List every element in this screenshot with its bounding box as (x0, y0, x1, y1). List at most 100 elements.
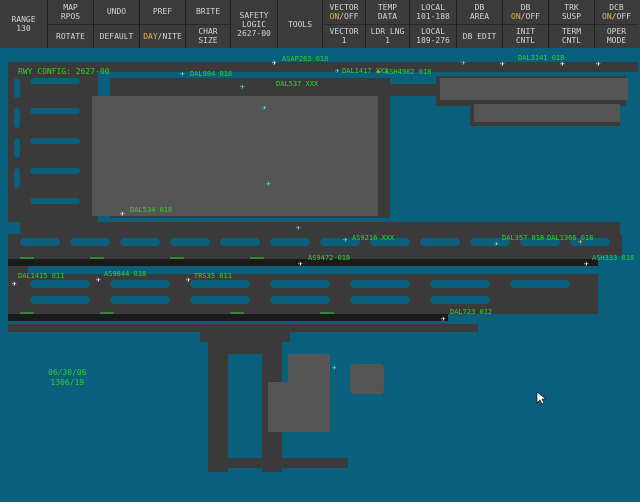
south-building-2 (268, 382, 330, 432)
init-cntl-line2: CNTL (515, 36, 536, 46)
aircraft-icon[interactable]: ✈ (96, 275, 101, 284)
db-edit-button[interactable]: DB EDIT (457, 25, 502, 49)
dcb-toolbar: RANGE 130 MAP RPOS ROTATE UNDO DEFAULT P… (0, 0, 640, 49)
aircraft-icon[interactable]: ✈ (186, 275, 191, 284)
aircraft-icon[interactable]: ✈ (240, 82, 245, 91)
db-area-line1: DB (474, 2, 485, 12)
local-189-button[interactable]: LOCAL 189-276 (410, 25, 456, 49)
aircraft-tag[interactable]: DAL3141 018 (518, 54, 565, 62)
vector-toggle[interactable]: VECTOR ON/OFF (323, 0, 365, 25)
rotate-label: ROTATE (56, 31, 85, 41)
aircraft-tag[interactable]: ASH333 018 (592, 254, 635, 262)
traffic-overlay: RWY CONFIG: 2627-00 ✈ ASAP263 018 ✈ DAL9… (0, 48, 640, 502)
aircraft-tag[interactable]: DAL537 XXX (276, 80, 319, 88)
default-button[interactable]: DEFAULT (94, 25, 139, 49)
dcb-onoff-state: ON/OFF (602, 11, 631, 21)
aircraft-tag[interactable]: AS9216 XXX (352, 234, 395, 242)
range-value: 130 (16, 24, 31, 33)
aircraft-icon[interactable]: ✈ (578, 237, 583, 246)
db-onoff-toggle[interactable]: DB ON/OFF (503, 0, 548, 25)
aircraft-icon[interactable]: ✈ (120, 209, 125, 218)
aircraft-tag[interactable]: DAL1415 011 (18, 272, 65, 280)
aircraft-icon[interactable]: ✈ (266, 179, 271, 188)
ldr-lng-button[interactable]: LDR LNG 1 (366, 25, 409, 49)
aircraft-icon[interactable]: ✈ (262, 103, 267, 112)
aircraft-icon[interactable]: ✈ (343, 235, 348, 244)
aircraft-tag[interactable]: AS9472 018 (308, 254, 351, 262)
aircraft-tag[interactable]: DAL357 018 (502, 234, 545, 242)
trk-column: TRK SUSP TERM CNTL (549, 0, 595, 48)
aircraft-tag[interactable]: AS9844 018 (104, 270, 147, 278)
day-nite-label: DAY/NITE (143, 31, 182, 41)
local-101-button[interactable]: LOCAL 101-188 (410, 0, 456, 25)
map-rpos-button[interactable]: MAP RPOS (48, 0, 93, 25)
default-label: DEFAULT (99, 31, 134, 41)
temp-data-button[interactable]: TEMP DATA (366, 0, 409, 25)
db-column: DB ON/OFF INIT CNTL (503, 0, 549, 48)
pref-button[interactable]: PREF (140, 0, 185, 25)
vector-length-button[interactable]: VECTOR 1 (323, 25, 365, 49)
db-onoff-state: ON/OFF (511, 11, 540, 21)
db-off: OFF (525, 11, 540, 21)
aircraft-tag[interactable]: DAL534 018 (130, 206, 173, 214)
safety-column: SAFETY LOGIC 2627-00 (231, 0, 278, 48)
date-label: 06/30/06 (48, 368, 87, 377)
day-nite-toggle[interactable]: DAY/NITE (140, 25, 185, 49)
aircraft-icon[interactable]: ✈ (596, 59, 601, 68)
aircraft-icon[interactable]: ✈ (500, 59, 505, 68)
range-column: RANGE 130 (0, 0, 48, 48)
map-rpos-line2: RPOS (60, 11, 81, 21)
local-column: LOCAL 101-188 LOCAL 189-276 (410, 0, 457, 48)
aircraft-icon[interactable]: ✈ (494, 239, 499, 248)
safety-logic-line2: LOGIC (241, 19, 267, 29)
map-rpos-line1: MAP (63, 2, 78, 12)
undo-column: UNDO DEFAULT (94, 0, 140, 48)
dcb-onoff-toggle[interactable]: DCB ON/OFF (595, 0, 638, 25)
aircraft-icon[interactable]: ✈ (584, 259, 589, 268)
local2-line2: 189-276 (416, 36, 450, 46)
vector-label: VECTOR (329, 2, 359, 12)
aircraft-icon[interactable]: ✈ (298, 259, 303, 268)
aircraft-icon[interactable]: ✈ (441, 314, 446, 323)
mouse-cursor-icon (536, 391, 546, 405)
vector1-label: VECTOR (329, 27, 359, 37)
brite-button[interactable]: BRITE (186, 0, 230, 25)
undo-button[interactable]: UNDO (94, 0, 139, 25)
aircraft-tag[interactable]: DAL723 012 (450, 308, 493, 316)
local1-line1: LOCAL (420, 2, 446, 12)
dcb-column: DCB ON/OFF OPER MODE (595, 0, 638, 48)
aircraft-tag[interactable]: DAL1366 018 (547, 234, 594, 242)
safety-logic-button[interactable]: SAFETY LOGIC 2627-00 (231, 0, 277, 48)
south-building-1 (288, 354, 330, 382)
aircraft-icon[interactable]: ✈ (335, 66, 340, 75)
aircraft-icon[interactable]: ✈ (461, 58, 466, 67)
tools-button[interactable]: TOOLS (278, 0, 322, 48)
init-cntl-button[interactable]: INIT CNTL (503, 25, 548, 49)
south-terminal (268, 354, 384, 432)
oper-mode-button[interactable]: OPER MODE (595, 25, 638, 49)
char-size-button[interactable]: CHAR SIZE (186, 25, 230, 49)
aircraft-icon[interactable]: ✈ (332, 363, 337, 372)
aircraft-icon[interactable]: ✈ (376, 67, 381, 76)
aircraft-icon[interactable]: ✈ (272, 58, 277, 67)
temp-data-line2: DATA (377, 11, 398, 21)
rotate-button[interactable]: ROTATE (48, 25, 93, 49)
aircraft-icon[interactable]: ✈ (560, 59, 565, 68)
aircraft-icon[interactable]: ✈ (296, 223, 301, 232)
aircraft-tag[interactable]: TRS35 011 (194, 272, 232, 280)
aircraft-tag[interactable]: DAL984 018 (190, 70, 233, 78)
trk-susp-button[interactable]: TRK SUSP (549, 0, 594, 25)
oper-mode-line2: MODE (606, 36, 627, 46)
term-cntl-button[interactable]: TERM CNTL (549, 25, 594, 49)
aircraft-icon[interactable]: ✈ (12, 279, 17, 288)
aircraft-icon[interactable]: ✈ (180, 69, 185, 78)
temp-column: TEMP DATA LDR LNG 1 (366, 0, 410, 48)
term-cntl-line2: CNTL (561, 36, 582, 46)
db-edit-label: DB EDIT (462, 31, 497, 41)
db-area-button[interactable]: DB AREA (457, 0, 502, 25)
range-button[interactable]: RANGE 130 (0, 0, 47, 48)
tools-column: TOOLS (278, 0, 323, 48)
aircraft-tag[interactable]: ASH4962 018 (385, 68, 432, 76)
aircraft-tag[interactable]: ASAP263 018 (282, 55, 329, 63)
aircraft-tag[interactable]: DAL1417 XXX (342, 67, 389, 75)
